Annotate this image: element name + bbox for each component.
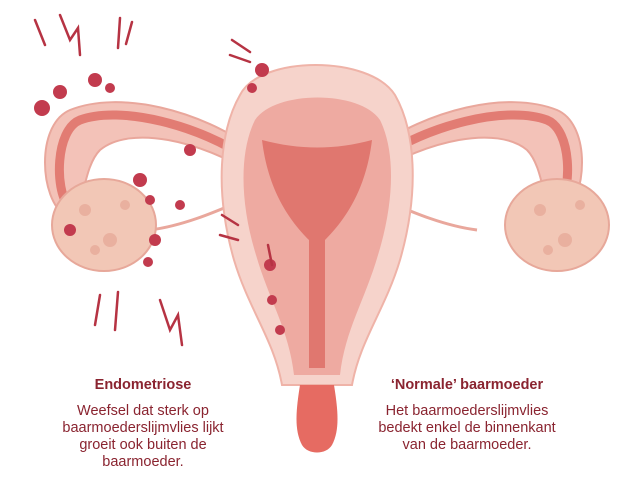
endometriosis-title: Endometriose bbox=[50, 377, 236, 393]
endometriosis-description: Weefsel dat sterk op baarmoederslijmvlie… bbox=[50, 403, 236, 471]
normal-uterus-caption: ‘Normale’ baarmoeder Het baarmoederslijm… bbox=[372, 377, 562, 454]
endometriosis-caption: Endometriose Weefsel dat sterk op baarmo… bbox=[50, 377, 236, 471]
vaginal-canal bbox=[297, 385, 338, 453]
right-ovary bbox=[505, 179, 609, 271]
normal-uterus-description: Het baarmoederslijmvlies bedekt enkel de… bbox=[372, 403, 562, 454]
normal-uterus-title: ‘Normale’ baarmoeder bbox=[372, 377, 562, 393]
